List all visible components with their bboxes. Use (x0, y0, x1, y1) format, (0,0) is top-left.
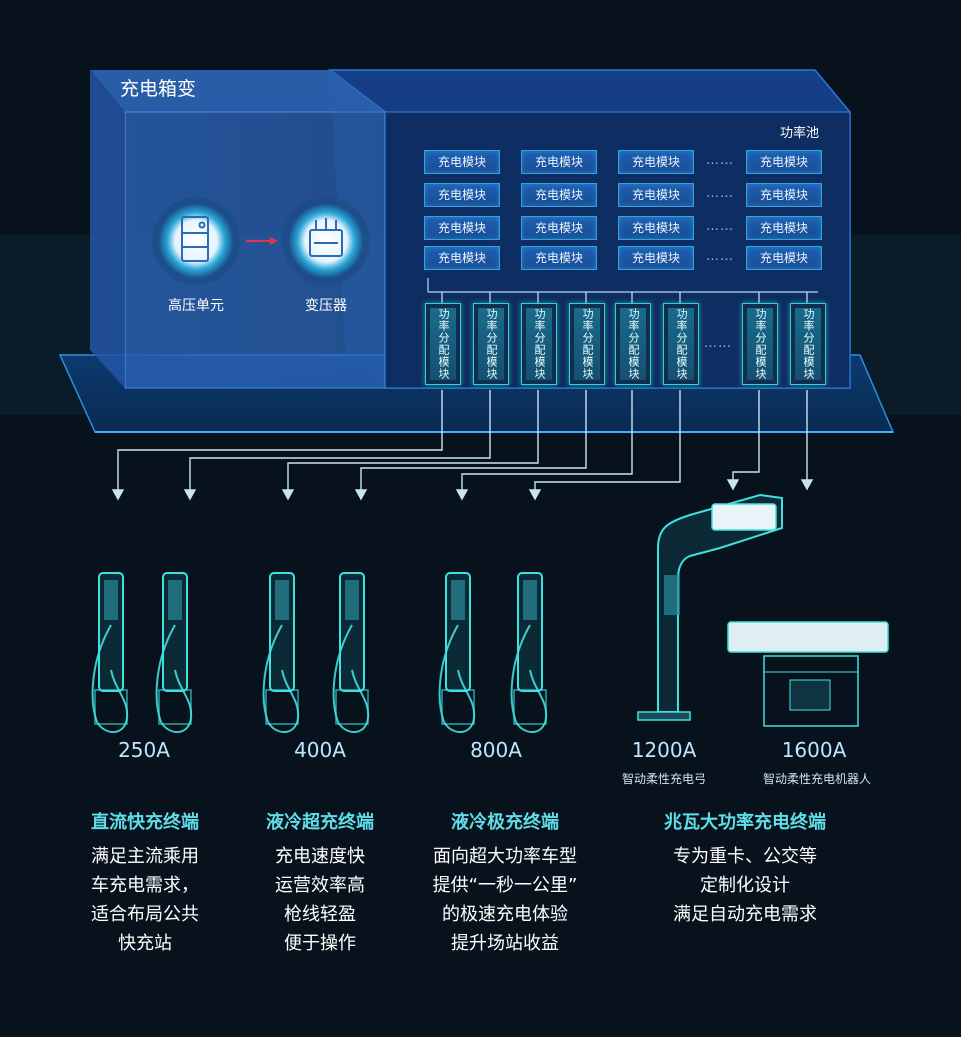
arrow-down-icon (800, 479, 814, 491)
power-distribution-label: 功率分配模块 (620, 308, 646, 380)
desc-line: 满足自动充电需求 (673, 904, 817, 925)
desc-line: 的极速充电体验 (442, 904, 568, 925)
power-drop-line (360, 390, 587, 492)
power-distribution-module: 功率分配模块 (425, 303, 461, 385)
category-title-megawatt: 兆瓦大功率充电终端 (664, 812, 826, 833)
charging-module: 充电模块 (521, 246, 597, 270)
power-distribution-label: 功率分配模块 (795, 308, 821, 380)
charging-pillar-icon (91, 572, 129, 733)
hv-unit-label: 高压单元 (168, 298, 224, 314)
arrow-down-icon (281, 489, 295, 501)
power-distribution-module: 功率分配模块 (615, 303, 651, 385)
charging-module: 充电模块 (746, 150, 822, 174)
module-ellipsis: …… (706, 186, 734, 201)
charging-module: 充电模块 (521, 150, 597, 174)
charging-module: 充电模块 (521, 183, 597, 207)
category-desc-liquid-extreme: 面向超大功率车型 提供“一秒一公里” 的极速充电体验 提升场站收益 (395, 842, 615, 958)
arrow-down-icon (455, 489, 469, 501)
output-amp-800: 800A (470, 738, 522, 762)
category-title-liquid-super: 液冷超充终端 (266, 812, 374, 833)
module-ellipsis: …… (706, 219, 734, 234)
category-desc-dc-fast: 满足主流乘用 车充电需求， 适合布局公共 快充站 (35, 842, 255, 958)
desc-line: 充电速度快 (275, 846, 365, 867)
charging-pillar-icon (510, 572, 548, 733)
desc-line: 专为重卡、公交等 (673, 846, 817, 867)
power-distribution-module: 功率分配模块 (473, 303, 509, 385)
desc-line: 适合布局公共 (91, 904, 199, 925)
power-distribution-label: 功率分配模块 (574, 308, 600, 380)
desc-line: 提升场站收益 (451, 933, 559, 954)
transformer-icon (309, 218, 343, 257)
power-drop-line (189, 390, 491, 492)
charging-module: 充电模块 (746, 246, 822, 270)
arrow-down-icon (528, 489, 542, 501)
module-ellipsis: …… (706, 249, 734, 264)
output-sub-1200: 智动柔性充电弓 (621, 772, 706, 786)
desc-line: 运营效率高 (275, 875, 365, 896)
charging-pillar-icon (438, 572, 476, 733)
category-desc-liquid-super: 充电速度快 运营效率高 枪线轻盈 便于操作 (210, 842, 430, 958)
power-pool-label: 功率池 (780, 126, 820, 141)
power-drop-line (117, 390, 443, 492)
category-desc-megawatt: 专为重卡、公交等 定制化设计 满足自动充电需求 (635, 842, 855, 929)
power-drop-line (534, 390, 681, 492)
box-title: 充电箱变 (120, 78, 197, 100)
charging-module: 充电模块 (618, 183, 694, 207)
charging-pillar-icon (155, 572, 193, 733)
power-distribution-module: 功率分配模块 (790, 303, 826, 385)
power-distribution-module: 功率分配模块 (663, 303, 699, 385)
charging-module: 充电模块 (424, 150, 500, 174)
output-sub-1600: 智动柔性充电机器人 (762, 772, 871, 786)
arrow-down-icon (726, 479, 740, 491)
desc-line: 面向超大功率车型 (433, 846, 577, 867)
distribution-ellipsis: …… (704, 336, 732, 351)
power-drop-line (461, 390, 633, 492)
desc-line: 快充站 (118, 933, 172, 954)
power-distribution-module: 功率分配模块 (569, 303, 605, 385)
power-distribution-label: 功率分配模块 (478, 308, 504, 380)
charging-pillar-icon (262, 572, 300, 733)
output-amp-1200: 1200A (631, 738, 697, 762)
output-amp-400: 400A (294, 738, 346, 762)
pantograph-charger-icon (637, 493, 783, 721)
power-distribution-module: 功率分配模块 (742, 303, 778, 385)
category-title-liquid-extreme: 液冷极充终端 (451, 812, 559, 833)
power-drop-line (287, 390, 539, 492)
power-distribution-label: 功率分配模块 (747, 308, 773, 380)
output-amp-250: 250A (118, 738, 170, 762)
charging-module: 充电模块 (521, 216, 597, 240)
desc-line: 定制化设计 (700, 875, 790, 896)
hv-unit-icon (181, 216, 808, 303)
desc-line: 满足主流乘用 (91, 846, 199, 867)
arrow-down-icon (354, 489, 368, 501)
output-amp-1600: 1600A (781, 738, 847, 762)
robot-charger-icon (727, 621, 889, 727)
desc-line: 便于操作 (284, 933, 356, 954)
desc-line: 枪线轻盈 (284, 904, 356, 925)
charging-module: 充电模块 (618, 216, 694, 240)
power-distribution-module: 功率分配模块 (521, 303, 557, 385)
category-title-dc-fast: 直流快充终端 (91, 812, 199, 833)
desc-line: 提供“一秒一公里” (432, 875, 578, 896)
power-distribution-label: 功率分配模块 (668, 308, 694, 380)
charging-module: 充电模块 (618, 150, 694, 174)
power-distribution-label: 功率分配模块 (430, 308, 456, 380)
arrow-down-icon (183, 489, 197, 501)
arrow-down-icon (111, 489, 125, 501)
charging-module: 充电模块 (746, 216, 822, 240)
module-ellipsis: …… (706, 153, 734, 168)
charging-module: 充电模块 (618, 246, 694, 270)
charging-module: 充电模块 (424, 246, 500, 270)
desc-line: 车充电需求， (91, 875, 199, 896)
charging-module: 充电模块 (424, 183, 500, 207)
charging-module: 充电模块 (746, 183, 822, 207)
charging-module: 充电模块 (424, 216, 500, 240)
power-distribution-label: 功率分配模块 (526, 308, 552, 380)
charging-pillar-icon (332, 572, 370, 733)
transformer-label: 变压器 (305, 298, 347, 314)
power-drop-line (732, 390, 760, 482)
